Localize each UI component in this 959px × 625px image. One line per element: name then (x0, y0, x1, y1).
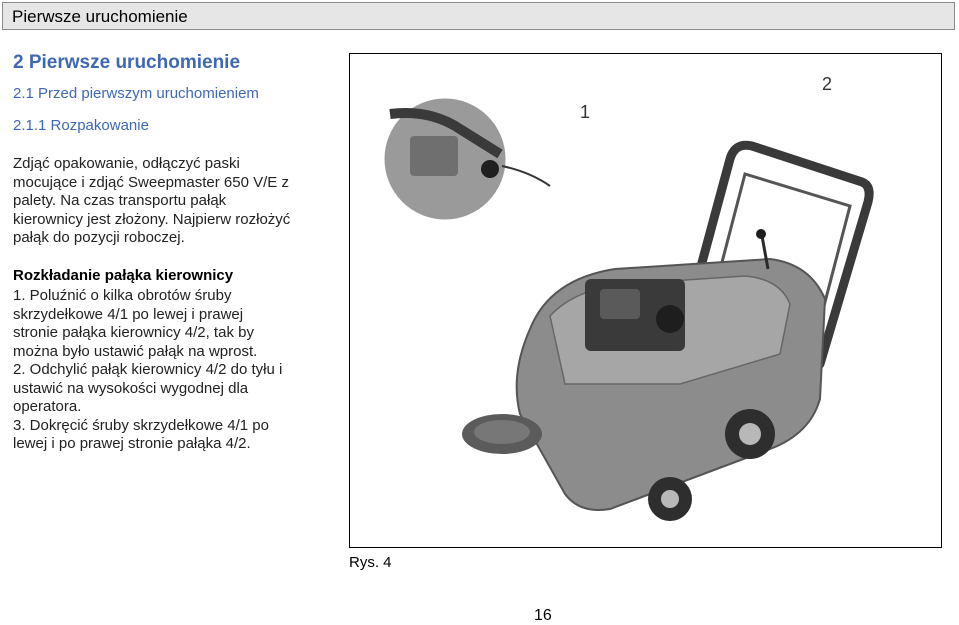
step-line: lewej i po prawej stronie pałąka 4/2. (13, 435, 251, 452)
handle-bar (675, 140, 874, 369)
callout-1-label: 1 (580, 102, 590, 122)
intro-line: Zdjąć opakowanie, odłączyć paski (13, 155, 240, 172)
lever-knob (756, 229, 766, 239)
page-number: 16 (534, 607, 552, 624)
header-title: Pierwsze uruchomienie (12, 7, 188, 26)
step-line: operatora. (13, 398, 82, 415)
inset-bracket (410, 136, 458, 176)
section-heading: 2 Pierwsze uruchomienie (13, 52, 241, 73)
step-line: 2. Odchylić pałąk kierownicy 4/2 do tyłu… (13, 361, 283, 378)
handle-inner (700, 172, 852, 353)
step-line: ustawić na wysokości wygodnej dla (13, 379, 249, 397)
step-line: skrzydełkowe 4/1 po lewej i prawej (13, 305, 244, 323)
figure-sweeper: 1 2 (349, 53, 942, 548)
step-line: 3. Dokręcić śruby skrzydełkowe 4/1 po (13, 416, 269, 434)
sweeper-illustration: 1 2 (381, 74, 874, 521)
intro-line: palety. Na czas transportu pałąk (13, 192, 227, 209)
page-header: Pierwsze uruchomienie (2, 2, 955, 30)
unfold-heading: Rozkładanie pałąka kierownicy (13, 267, 234, 284)
unfold-steps: 1. Poluźnić o kilka obrotów śruby skrzyd… (13, 287, 333, 454)
step-line: można było ustawić pałąk na wprost. (13, 342, 258, 360)
intro-line: mocujące i zdjąć Sweepmaster 650 V/E z (13, 173, 289, 191)
engine-cover (600, 289, 640, 319)
inset-handle-tube (389, 108, 503, 159)
intro-line: kierownicy jest złożony. Najpierw rozłoż… (13, 210, 291, 228)
callout-1-leader (501, 165, 551, 187)
lever (760, 235, 770, 270)
wing-screw (481, 160, 499, 178)
intro-paragraph: Zdjąć opakowanie, odłączyć paski mocując… (13, 155, 333, 248)
subsection-heading: 2.1 Przed pierwszym uruchomieniem (13, 85, 259, 102)
callout-2-label: 2 (822, 74, 832, 94)
fuel-cap (656, 305, 684, 333)
intro-line: pałąk do pozycji roboczej. (13, 229, 185, 246)
subsubsection-heading: 2.1.1 Rozpakowanie (13, 117, 149, 134)
figure-caption: Rys. 4 (349, 554, 392, 571)
step-line: stronie pałąka kierownicy 4/2, tak by (13, 324, 254, 341)
step-line: 1. Poluźnić o kilka obrotów śruby (13, 287, 232, 304)
